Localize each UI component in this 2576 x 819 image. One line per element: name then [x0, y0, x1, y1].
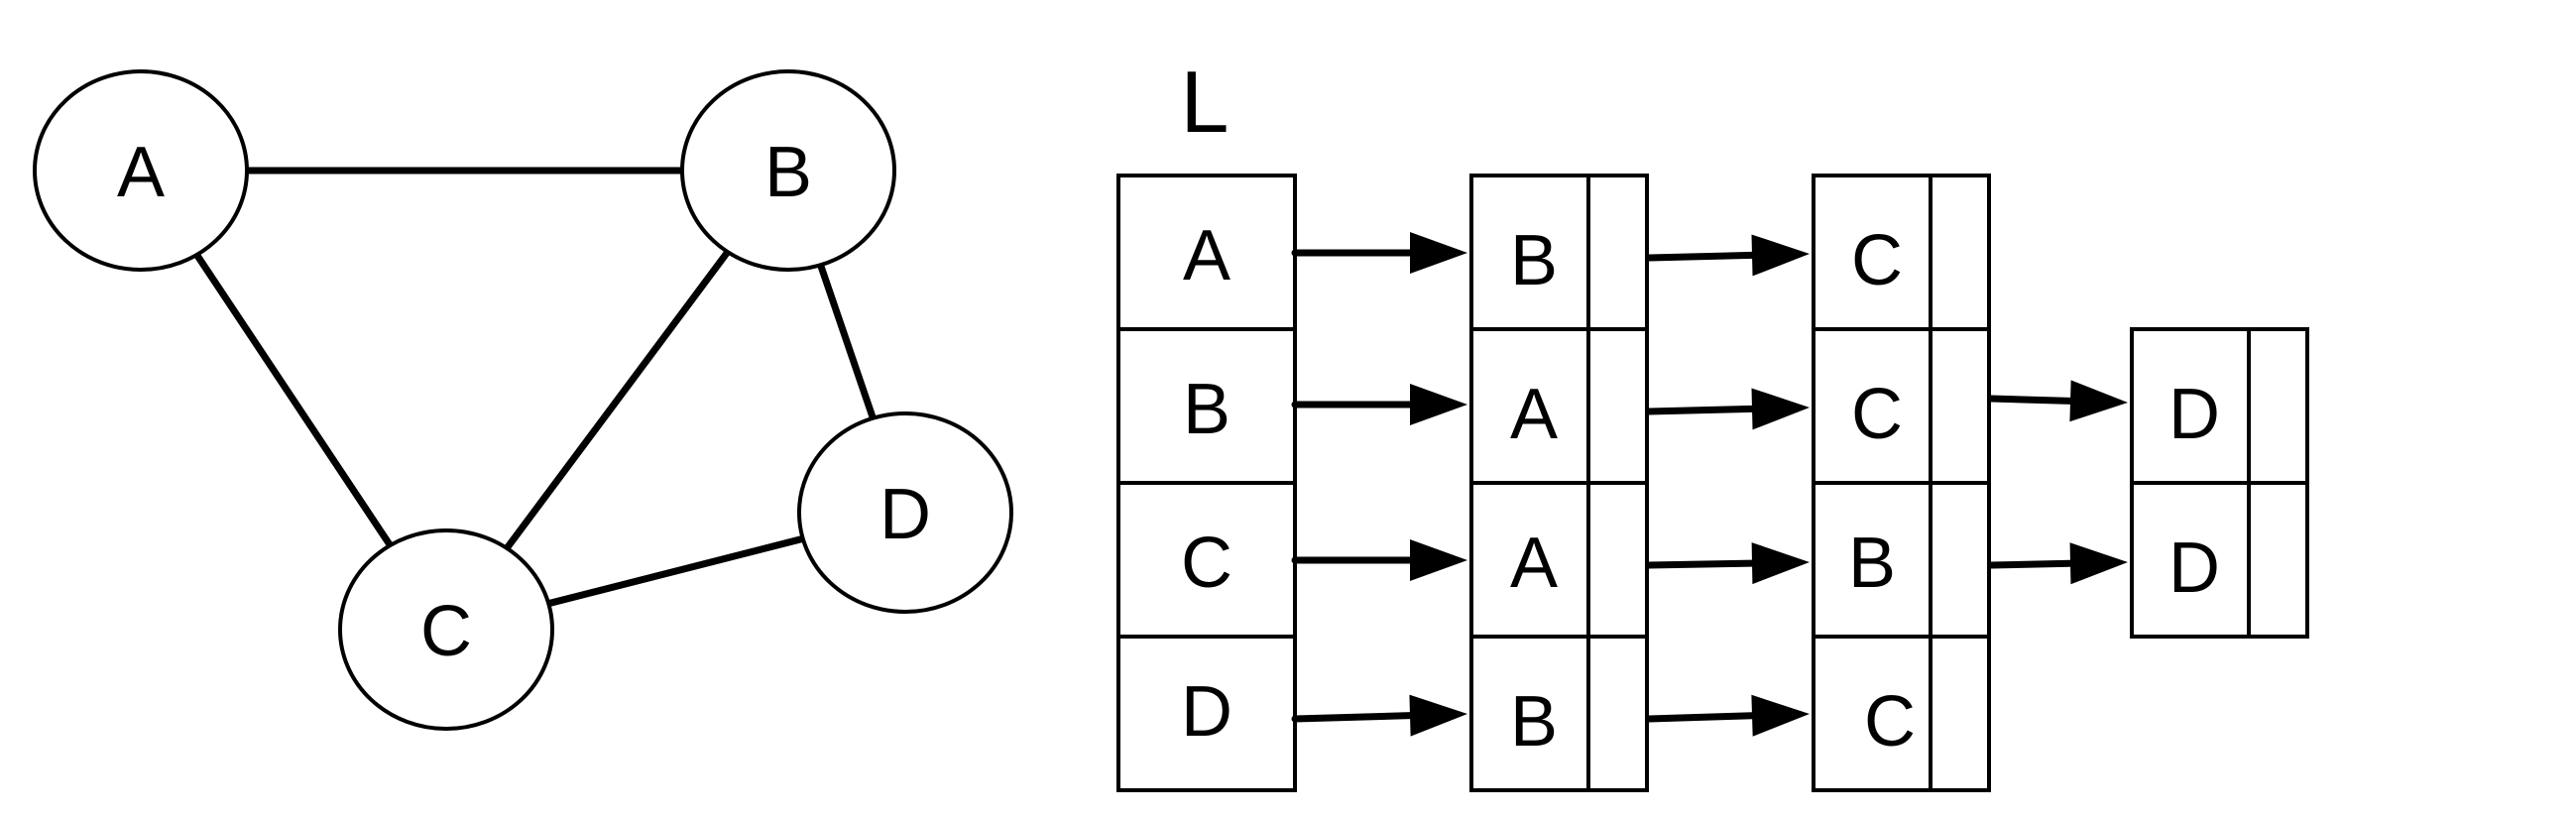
graph-node-d: D — [797, 411, 1013, 614]
head-column: A B C D — [1116, 174, 1297, 792]
pointer-arrow-head — [1751, 694, 1810, 737]
list-node-label: C — [1864, 682, 1916, 761]
adjacency-list-title: L — [1181, 53, 1229, 151]
head-cell-label: C — [1181, 524, 1232, 603]
pointer-arrow-shaft — [1645, 405, 1756, 415]
pointer-arrow-shaft — [1645, 712, 1756, 723]
head-cell-label: A — [1183, 216, 1230, 295]
pointer-arrow-shaft — [1987, 559, 2074, 569]
list-node-label: D — [2168, 528, 2220, 608]
pointer-arrow-shaft — [1645, 559, 1756, 569]
list-node-label: B — [1848, 524, 1896, 603]
list-node-label: C — [1851, 221, 1903, 300]
list-node-label: A — [1510, 524, 1558, 603]
list-column-3: D D — [2130, 327, 2309, 639]
list-column-1: B A A B — [1469, 174, 1649, 792]
graph-edge-a-c — [192, 251, 395, 549]
list-node-label: D — [2168, 375, 2220, 454]
pointer-arrow-head — [1409, 694, 1467, 737]
node-label-b: B — [764, 133, 812, 212]
list-node-label: B — [1510, 221, 1558, 300]
node-label-d: D — [879, 475, 931, 554]
graph-node-b: B — [680, 69, 896, 272]
pointer-arrow-head — [1410, 539, 1467, 581]
graph-edges — [192, 167, 877, 608]
pointer-arrows — [1291, 232, 2128, 737]
pointer-arrow-head — [2069, 380, 2128, 422]
graph-edge-c-d — [544, 534, 807, 608]
node-label-c: C — [420, 592, 472, 671]
head-cell-label: D — [1181, 672, 1232, 752]
list-node-label: C — [1851, 375, 1903, 454]
pointer-arrow-head — [1410, 384, 1467, 425]
pointer-arrow-shaft — [1987, 395, 2074, 405]
pointer-arrow-head — [1751, 234, 1810, 277]
list-node-label: A — [1510, 375, 1558, 454]
graph-node-a: A — [33, 69, 249, 272]
pointer-arrow-head — [1751, 542, 1810, 585]
graph-node-c: C — [338, 528, 554, 731]
head-cell-label: B — [1183, 370, 1230, 449]
pointer-arrow-head — [1410, 232, 1467, 274]
pointer-arrow-head — [2069, 542, 2128, 585]
pointer-arrow-shaft — [1291, 712, 1414, 723]
node-label-a: A — [117, 133, 165, 212]
list-node-label: B — [1510, 682, 1558, 761]
graph-edge-b-c — [503, 248, 732, 552]
list-column-2: C C B C — [1812, 174, 1991, 792]
pointer-arrow-shaft — [1645, 251, 1756, 262]
graph-edge-b-d — [817, 261, 877, 422]
pointer-arrow-head — [1751, 388, 1810, 430]
